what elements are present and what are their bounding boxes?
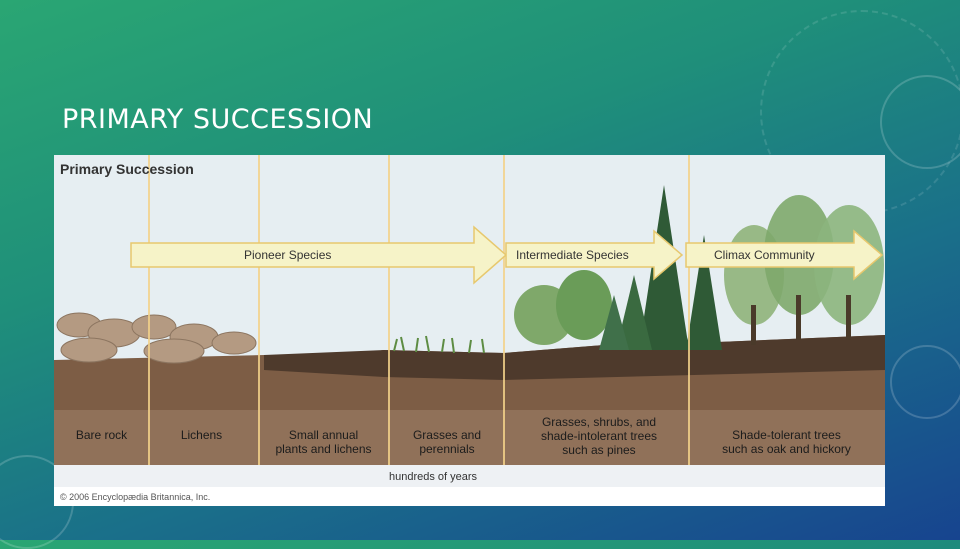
- succession-diagram: Primary Succession Pioneer Species Inter…: [54, 155, 885, 506]
- slide-title: PRIMARY SUCCESSION: [62, 104, 374, 136]
- arrow-pioneer: [130, 225, 508, 285]
- stage-line: Small annual: [288, 428, 359, 442]
- stage-line: such as pines: [562, 443, 636, 457]
- stage-line: Bare rock: [75, 428, 128, 442]
- stage-line: perennials: [419, 442, 475, 456]
- stage-label-grasses: Grasses and perennials: [392, 428, 502, 456]
- time-scale-label: hundreds of years: [389, 471, 478, 483]
- arrow-intermediate: [505, 229, 684, 281]
- arrow-climax: [685, 229, 884, 281]
- stage-label-lichens: Lichens: [159, 428, 244, 442]
- stage-line: plants and lichens: [275, 442, 372, 456]
- stage-label-small-annuals: Small annual plants and lichens: [261, 428, 386, 456]
- stage-line: Shade-tolerant trees: [732, 428, 841, 442]
- stage-line: shade-intolerant trees: [540, 429, 658, 443]
- stage-line: such as oak and hickory: [722, 442, 851, 456]
- stage-dividers: [148, 155, 690, 465]
- bare-rocks: [56, 312, 257, 364]
- figure-title: Primary Succession: [60, 161, 194, 177]
- decorative-ring: [890, 345, 960, 419]
- arrow-label-intermediate: Intermediate Species: [516, 248, 629, 262]
- time-bar: [54, 465, 885, 487]
- copyright-notice: © 2006 Encyclopædia Britannica, Inc.: [60, 492, 211, 502]
- grasses: [393, 335, 485, 354]
- arrow-label-pioneer: Pioneer Species: [244, 248, 332, 262]
- stage-label-shade-tolerant: Shade-tolerant trees such as oak and hic…: [694, 428, 879, 456]
- arrow-label-climax: Climax Community: [714, 248, 815, 262]
- stage-line: Lichens: [180, 428, 223, 442]
- topsoil: [264, 335, 885, 380]
- stage-line: Grasses, shrubs, and: [541, 415, 657, 429]
- diagram-illustration: [54, 155, 885, 506]
- stage-label-bare-rock: Bare rock: [59, 428, 144, 442]
- stage-line: Grasses and: [412, 428, 482, 442]
- stage-label-shrubs-pines: Grasses, shrubs, and shade-intolerant tr…: [514, 415, 684, 457]
- bedrock-band: [54, 410, 885, 465]
- credit-bar: [54, 487, 885, 506]
